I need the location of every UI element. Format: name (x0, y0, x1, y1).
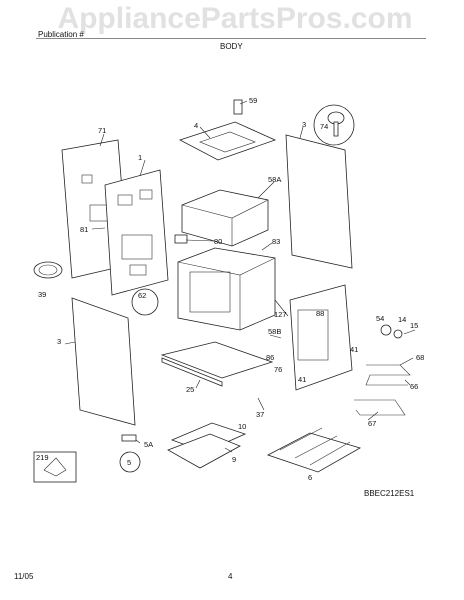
oven-cavity (177, 247, 276, 331)
power-cord (33, 261, 63, 279)
watermark-text: AppliancePartsPros.com (57, 2, 413, 35)
side-panel-left (71, 297, 136, 426)
bracket-80 (174, 234, 188, 244)
callout-68: 68 (416, 353, 424, 362)
callout-10: 10 (238, 422, 246, 431)
callout-127: 127 (274, 310, 287, 319)
callout-37: 37 (256, 410, 264, 419)
footer-date: 11/05 (14, 572, 34, 581)
leveling-leg (119, 434, 141, 473)
callout-labels: 59 4 3 74 71 1 58A 81 80 83 39 62 3 58B … (36, 96, 424, 482)
broiler-pan (167, 422, 247, 469)
callout-58B: 58B (268, 327, 281, 336)
bake-element (354, 399, 406, 416)
bracket-part-59 (233, 99, 243, 115)
callout-3: 3 (302, 120, 306, 129)
callout-1: 1 (138, 153, 142, 162)
callout-54: 54 (376, 314, 384, 323)
inset-box-219 (33, 451, 77, 483)
leader-lines (64, 100, 414, 453)
callout-39: 39 (38, 290, 46, 299)
callout-80: 80 (214, 237, 222, 246)
callout-83: 83 (272, 237, 280, 246)
bottom-panel (160, 341, 274, 387)
callout-59: 59 (249, 96, 257, 105)
callout-76: 76 (274, 365, 282, 374)
callout-41-lower: 41 (298, 375, 306, 384)
part-74 (313, 104, 355, 146)
callout-5: 5 (127, 458, 131, 467)
front-frame (289, 284, 353, 391)
callout-6: 6 (308, 473, 312, 482)
callout-71: 71 (98, 126, 106, 135)
rear-wall (104, 169, 169, 296)
callout-74: 74 (320, 122, 328, 131)
callout-3-left: 3 (57, 337, 61, 346)
insulation-top (181, 189, 269, 247)
callout-25: 25 (186, 385, 194, 394)
top-panel (178, 121, 277, 161)
callout-15: 15 (410, 321, 418, 330)
callout-58A: 58A (268, 175, 281, 184)
callout-4: 4 (194, 121, 198, 130)
label-62 (131, 288, 159, 316)
publication-label: Publication # (38, 30, 84, 39)
callout-67: 67 (368, 419, 376, 428)
callout-41-upper: 41 (350, 345, 358, 354)
callout-88: 88 (316, 309, 324, 318)
callout-14: 14 (398, 315, 406, 324)
valve-parts (380, 324, 416, 339)
callout-81: 81 (80, 225, 88, 234)
section-title: BODY (220, 42, 243, 51)
callout-62: 62 (138, 291, 146, 300)
callout-219: 219 (36, 453, 49, 462)
page-number: 4 (228, 572, 233, 581)
header-rule (36, 38, 426, 39)
callout-66: 66 (410, 382, 418, 391)
broil-element (365, 364, 411, 386)
diagram-code: BBEC212ES1 (364, 489, 415, 498)
callout-9: 9 (232, 455, 236, 464)
callout-5A: 5A (144, 440, 153, 449)
side-panel-right (285, 134, 353, 269)
callout-86: 86 (266, 353, 274, 362)
oven-rack (266, 427, 362, 473)
